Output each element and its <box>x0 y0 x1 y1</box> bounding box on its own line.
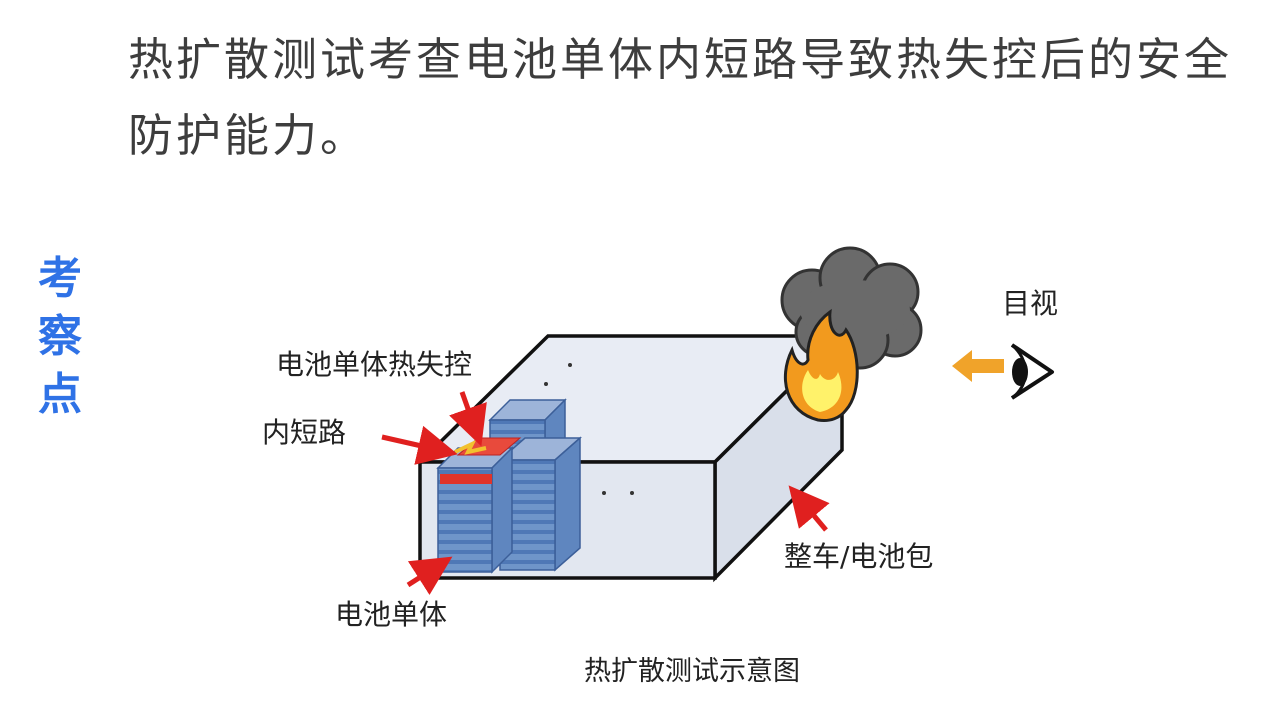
arrow-battery-pack <box>788 485 830 532</box>
intro-text: 热扩散测试考查电池单体内短路导致热失控后的安全防护能力。 <box>128 33 1233 162</box>
label-cell-runaway: 电池单体热失控 <box>276 348 472 381</box>
side-label-char: 考 <box>38 253 82 304</box>
arrow-battery-cell <box>406 556 453 596</box>
fire-icon <box>783 308 859 422</box>
diagram-caption: 热扩散测试示意图 <box>584 656 800 687</box>
side-label-focus: 考 察 点 <box>28 250 92 424</box>
label-battery-cell: 电池单体 <box>335 598 447 631</box>
label-visual-inspection: 目视 <box>1002 287 1058 320</box>
label-short-circuit: 内短路 <box>262 416 346 449</box>
label-battery-pack: 整车/电池包 <box>784 540 933 573</box>
side-label-char: 察 <box>38 311 82 362</box>
view-direction-arrow <box>952 350 1004 382</box>
arrow-cell-runaway <box>449 391 487 447</box>
arrow-short-circuit <box>381 425 458 465</box>
eye-icon <box>1010 343 1054 400</box>
side-label-char: 点 <box>38 369 82 420</box>
